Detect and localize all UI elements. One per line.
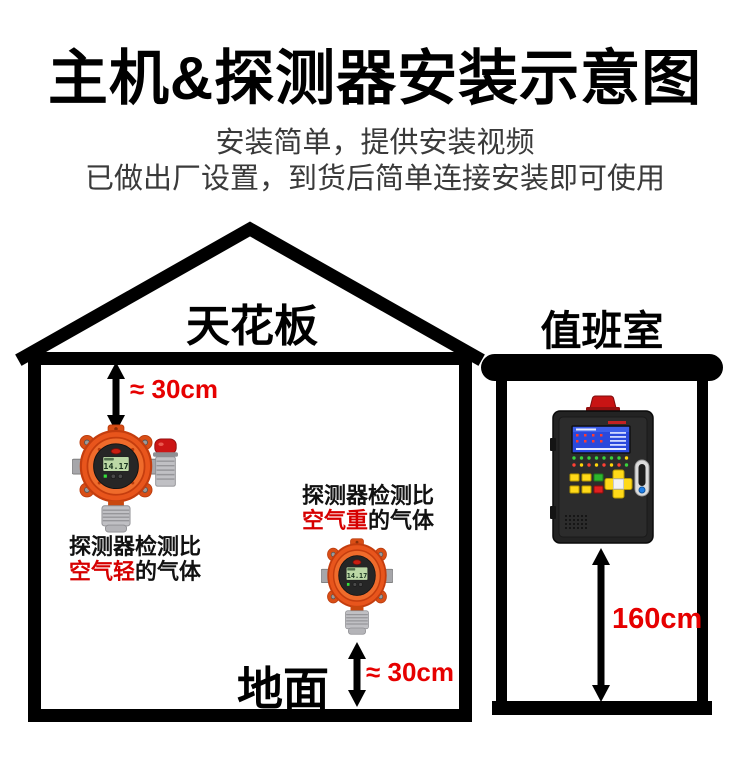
alarm-beacon <box>153 438 178 487</box>
floor-clearance-value: ≈ 30cm <box>366 657 454 687</box>
detector-alarm-led <box>110 448 122 455</box>
panel-beacon <box>586 395 620 412</box>
panel-hinge-top <box>550 438 556 451</box>
duty-room-left-post <box>496 378 507 710</box>
caption-light-gas: 探测器检测比 空气轻的气体 <box>50 534 220 584</box>
duty-room-ceiling-bar <box>481 354 723 381</box>
mount-height-value: 160cm <box>612 603 703 635</box>
duty-room-label: 值班室 <box>540 308 664 354</box>
control-panel-host <box>550 395 654 544</box>
caption-heavy-line2: 空气重的气体 <box>288 508 448 533</box>
detector-sensor-head <box>101 505 131 533</box>
ground-label: 地面 <box>237 663 329 715</box>
panel-led-indicators <box>572 456 629 467</box>
ceiling-label: 天花板 <box>186 302 318 351</box>
duty-room-floor-bar <box>492 701 712 715</box>
panel-screen <box>571 425 631 454</box>
caption-light-line2: 空气轻的气体 <box>50 559 220 584</box>
caption-light-suffix: 的气体 <box>135 559 202 584</box>
caption-heavy-gas: 探测器检测比 空气重的气体 <box>288 483 448 533</box>
panel-dpad <box>604 469 633 499</box>
duty-room-right-post <box>697 378 708 710</box>
caption-heavy-line1: 探测器检测比 <box>301 483 434 508</box>
caption-light-line1: 探测器检测比 <box>68 534 201 559</box>
detector-alarm-led <box>352 559 362 565</box>
caption-heavy-highlight: 空气重 <box>301 508 368 533</box>
mount-height-arrow <box>592 548 610 702</box>
panel-hinge-bottom <box>550 506 556 519</box>
page-title: 主机&探测器安装示意图 <box>47 45 703 112</box>
detector-lcd-reading: 14.17 <box>103 461 128 471</box>
house-roof <box>15 221 485 366</box>
caption-light-highlight: 空气轻 <box>68 559 135 584</box>
detector-lcd-reading: 14.17 <box>347 571 368 580</box>
floor-clearance-arrow <box>348 642 366 707</box>
panel-speaker-grille <box>565 515 587 529</box>
panel-door-handle <box>634 459 650 497</box>
gas-detector-light: 14.17 <box>72 424 160 533</box>
house-walls <box>28 352 472 722</box>
caption-heavy-suffix: 的气体 <box>368 508 435 533</box>
subtitle-line-2: 已做出厂设置，到货后简单连接安装即可使用 <box>84 163 665 195</box>
ceiling-clearance-arrow <box>107 362 125 432</box>
subtitle-line-1: 安装简单，提供安装视频 <box>215 127 535 159</box>
ceiling-clearance-value: ≈ 30cm <box>130 374 218 404</box>
gas-detector-heavy: 14.17 <box>321 538 393 635</box>
panel-buttons <box>569 473 604 494</box>
